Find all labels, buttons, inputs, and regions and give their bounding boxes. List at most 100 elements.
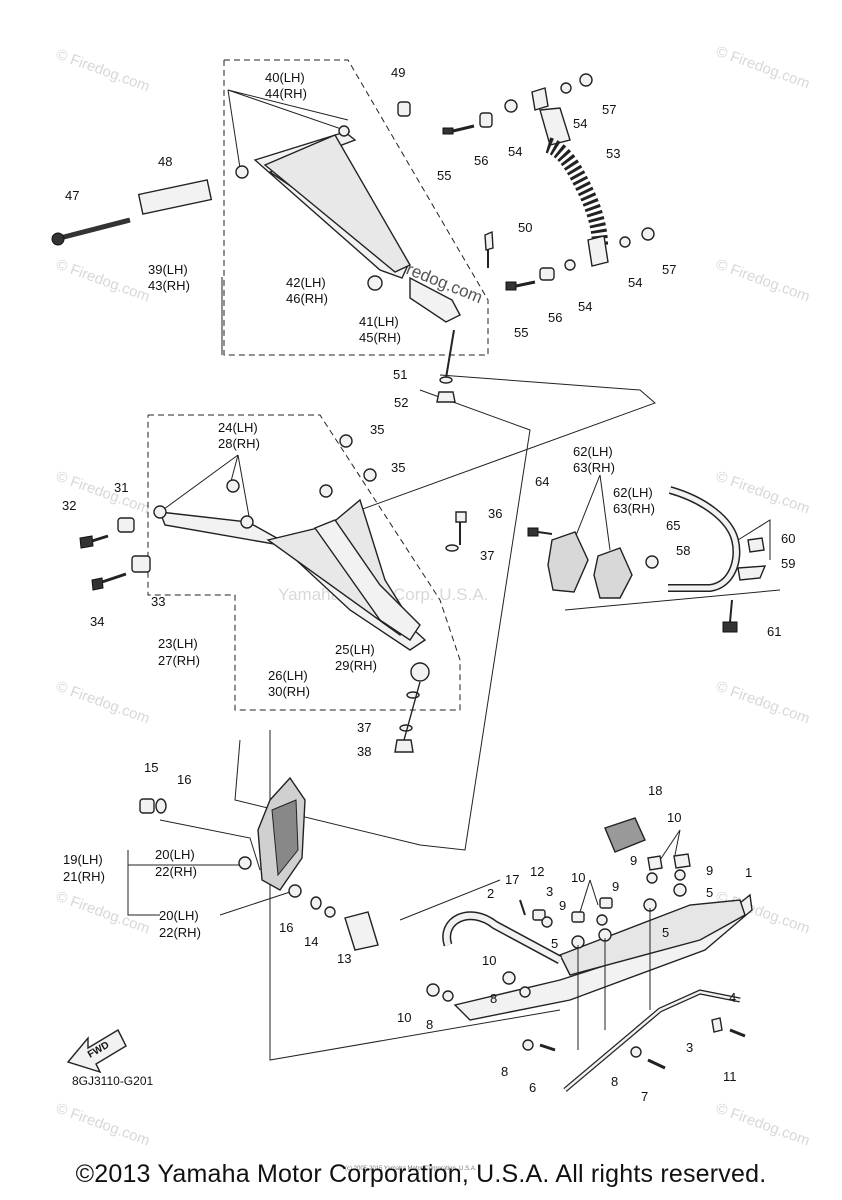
callout-label: 50 — [518, 220, 532, 235]
callout-label: 61 — [767, 624, 781, 639]
callout-label: 56 — [474, 153, 488, 168]
callout-label: 24(LH) — [218, 420, 258, 435]
watermark: © Firedog.com — [54, 678, 152, 728]
callout-label: 20(LH) — [155, 847, 195, 862]
callout-label: 26(LH) — [268, 668, 308, 683]
callout-label: 3 — [546, 884, 553, 899]
callout-label: 11 — [723, 1069, 737, 1084]
callout-label: 13 — [337, 951, 351, 966]
callout-label: 10 — [571, 870, 585, 885]
callout-label: 42(LH) — [286, 275, 326, 290]
callout-label: 10 — [482, 953, 496, 968]
callout-label: 25(LH) — [335, 642, 375, 657]
callout-labels: 1 2 3 3 4 5 5 5 6 7 8 8 8 8 9 9 9 9 10 1… — [62, 65, 795, 1104]
callout-label: 54 — [508, 144, 522, 159]
callout-label: 22(RH) — [159, 925, 201, 940]
group-outlines — [147, 59, 489, 711]
callout-label: 47 — [65, 188, 79, 203]
callout-label: 35 — [391, 460, 405, 475]
upper-arm-group — [51, 101, 494, 403]
callout-label: 56 — [548, 310, 562, 325]
callout-label: 44(RH) — [265, 86, 307, 101]
callout-label: 19(LH) — [63, 852, 103, 867]
diagram-code: 8GJ3110-G201 — [72, 1074, 153, 1088]
callout-label: 12 — [530, 864, 544, 879]
callout-label: 5 — [662, 925, 669, 940]
callout-label: 59 — [781, 556, 795, 571]
callout-label: 18 — [648, 783, 662, 798]
lower-arm-group — [79, 434, 467, 753]
copyright-footer: ©2013 Yamaha Motor Corporation, U.S.A. A… — [75, 1160, 767, 1188]
callout-label: 7 — [641, 1089, 648, 1104]
callout-label: 54 — [628, 275, 642, 290]
callout-label: 54 — [578, 299, 592, 314]
callout-label: 22(RH) — [155, 864, 197, 879]
callout-label: 37 — [357, 720, 371, 735]
callout-label: 40(LH) — [265, 70, 305, 85]
callout-label: 45(RH) — [359, 330, 401, 345]
callout-label: 8 — [490, 991, 497, 1006]
callout-label: 16 — [279, 920, 293, 935]
callout-label: 23(LH) — [158, 636, 198, 651]
watermark: © Firedog.com — [714, 1100, 812, 1150]
callout-label: 58 — [676, 543, 690, 558]
callout-label: 52 — [394, 395, 408, 410]
ski-group — [426, 817, 753, 1092]
callout-label: 57 — [662, 262, 676, 277]
callout-label: 37 — [480, 548, 494, 563]
callout-label: 54 — [573, 116, 587, 131]
callout-label: 14 — [304, 934, 318, 949]
callout-label: 63(RH) — [573, 460, 615, 475]
callout-label: 17 — [505, 872, 519, 887]
callout-label: 32 — [62, 498, 76, 513]
bracket-group — [527, 486, 771, 633]
callout-label: 15 — [144, 760, 158, 775]
callout-label: 55 — [437, 168, 451, 183]
callout-label: 9 — [559, 898, 566, 913]
callout-label: 55 — [514, 325, 528, 340]
callout-label: 33 — [151, 594, 165, 609]
callout-label: 49 — [391, 65, 405, 80]
callout-label: 8 — [426, 1017, 433, 1032]
callout-label: 62(LH) — [613, 485, 653, 500]
callout-label: 46(RH) — [286, 291, 328, 306]
callout-label: 41(LH) — [359, 314, 399, 329]
callout-label: 53 — [606, 146, 620, 161]
callout-label: 64 — [535, 474, 549, 489]
callout-label: 10 — [667, 810, 681, 825]
fwd-arrow: FWD — [66, 1029, 127, 1074]
callout-label: 29(RH) — [335, 658, 377, 673]
callout-label: 60 — [781, 531, 795, 546]
callout-label: 27(RH) — [158, 653, 200, 668]
callout-label: 36 — [488, 506, 502, 521]
callout-label: 20(LH) — [159, 908, 199, 923]
callout-label: 9 — [630, 853, 637, 868]
callout-label: 5 — [706, 885, 713, 900]
callout-label: 21(RH) — [63, 869, 105, 884]
callout-label: 62(LH) — [573, 444, 613, 459]
watermark: © Firedog.com — [714, 256, 812, 306]
callout-label: 63(RH) — [613, 501, 655, 516]
callout-label: 2 — [487, 886, 494, 901]
callout-label: 16 — [177, 772, 191, 787]
callout-label: 4 — [729, 990, 736, 1005]
callout-label: 35 — [370, 422, 384, 437]
callout-label: 57 — [602, 102, 616, 117]
watermark: © Firedog.com — [54, 256, 152, 306]
callout-label: 48 — [158, 154, 172, 169]
callout-label: 38 — [357, 744, 371, 759]
callout-label: 31 — [114, 480, 128, 495]
callout-label: 3 — [686, 1040, 693, 1055]
callout-label: 8 — [611, 1074, 618, 1089]
fine-print: (c) 2005-2015 Yamaha Motor Corporation, … — [345, 1166, 477, 1172]
callout-label: 43(RH) — [148, 278, 190, 293]
callout-label: 34 — [90, 614, 104, 629]
callout-label: 30(RH) — [268, 684, 310, 699]
callout-label: 8 — [501, 1064, 508, 1079]
callout-label: 6 — [529, 1080, 536, 1095]
callout-label: 28(RH) — [218, 436, 260, 451]
callout-label: 1 — [745, 865, 752, 880]
watermark: © Firedog.com — [714, 43, 812, 93]
callout-label: 39(LH) — [148, 262, 188, 277]
